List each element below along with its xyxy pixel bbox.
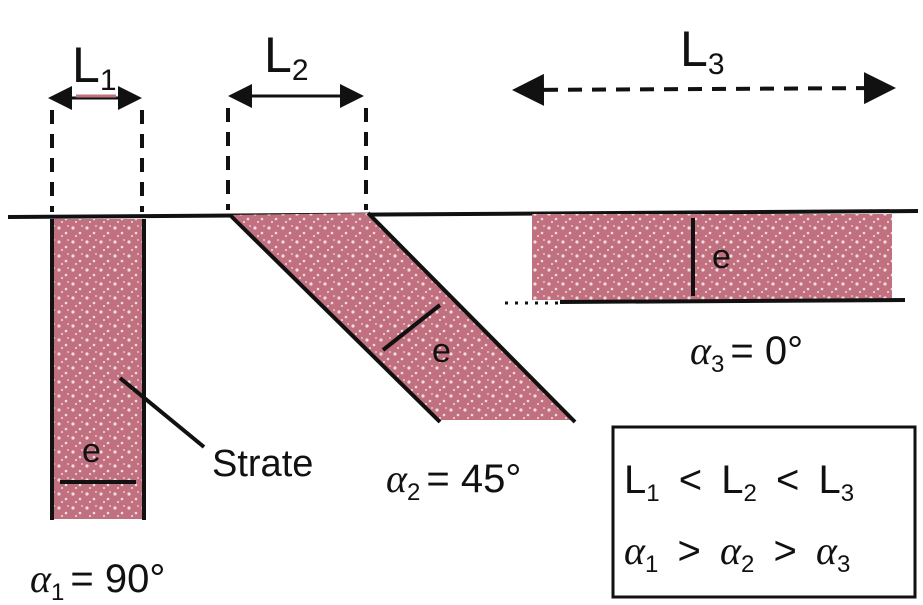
- label-e-vertical: e: [82, 432, 101, 470]
- thickness-arrow-2: [381, 303, 442, 352]
- comparison-box: [611, 425, 917, 599]
- label-e-horizontal: e: [712, 238, 731, 276]
- stratum-inclined-upper-edge: [228, 213, 442, 424]
- label-alpha1: α1= 90°: [30, 556, 165, 605]
- stratum-vertical: [52, 219, 144, 519]
- label-alpha3: α3= 0°: [690, 328, 803, 378]
- comparison-line-lengths: L1 < L2 < L3: [624, 458, 854, 510]
- comparison-line-angles: α1 > α2 > α3: [624, 528, 850, 581]
- l3-dimension-arrow: [512, 72, 896, 106]
- label-strate: Strate: [212, 443, 313, 485]
- label-l2: L2: [264, 27, 309, 87]
- strate-leader-line: [118, 376, 206, 449]
- stratum-horizontal: [532, 214, 892, 300]
- ground-surface-line: [7, 209, 919, 219]
- label-l1: L1: [72, 37, 117, 97]
- stratum-inclined: [230, 213, 573, 420]
- stratum-horizontal-base: [559, 298, 906, 304]
- label-e-inclined: e: [432, 332, 451, 370]
- label-alpha2: α2= 45°: [386, 456, 521, 506]
- label-l3: L3: [680, 21, 725, 81]
- stratum-inclined-lower-edge: [366, 211, 577, 424]
